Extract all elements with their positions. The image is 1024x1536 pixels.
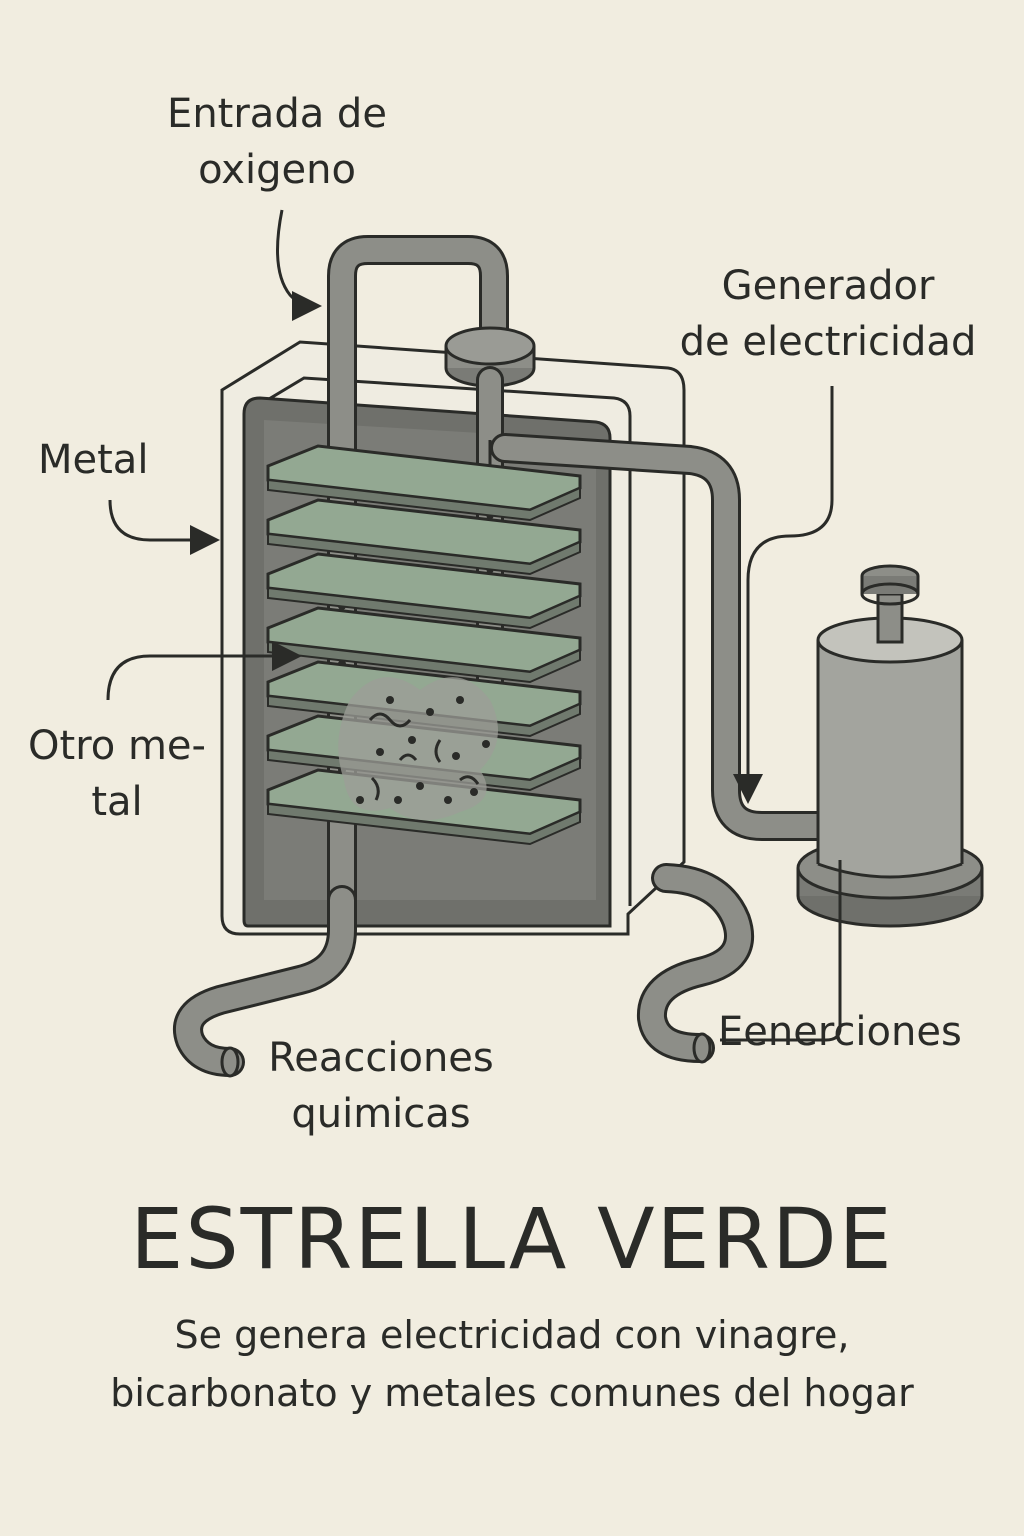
right-outlet-pipe <box>637 863 755 1064</box>
reaction-outlet-pipe <box>173 885 357 1078</box>
oxygen-inlet-label-line2: oxigeno <box>198 147 356 193</box>
plate-1 <box>266 444 582 522</box>
subtitle-line2: bicarbonato y metales comunes del hogar <box>110 1371 914 1415</box>
metal-label: Metal <box>38 437 149 483</box>
generator-cylinder <box>796 564 984 928</box>
subtitle-line1: Se genera electricidad con vinagre, <box>174 1313 850 1357</box>
plate-2 <box>266 498 582 576</box>
generator-label-line1: Generador <box>721 263 935 309</box>
reaction-particles <box>338 677 498 821</box>
generator-pipe <box>490 433 847 841</box>
other-metal-label-line1: Otro me- <box>28 723 206 769</box>
plate-4 <box>266 606 582 684</box>
other-metal-label-line2: tal <box>91 779 143 825</box>
oxygen-inlet-label: Entrada de oxigeno <box>146 86 408 198</box>
generator-label-line2: de electricidad <box>679 319 977 365</box>
leader-lines <box>106 209 842 1042</box>
plate-3 <box>266 552 582 630</box>
page-title: ESTRELLA VERDE <box>130 1190 894 1288</box>
reactions-label-line1: Reacciones <box>268 1035 494 1081</box>
pipe-cap <box>444 326 536 388</box>
page-subtitle: Se genera electricidad con vinagre, bica… <box>0 1306 1024 1422</box>
reactions-label-line2: quimicas <box>291 1091 471 1137</box>
other-metal-label: Otro me- tal <box>14 718 220 830</box>
reactions-label: Reacciones quimicas <box>246 1030 516 1142</box>
generator-label: Generador de electricidad <box>660 258 996 370</box>
outputs-label: Eenerciones <box>718 1009 962 1055</box>
oxygen-inlet-label-line1: Entrada de <box>167 91 387 137</box>
